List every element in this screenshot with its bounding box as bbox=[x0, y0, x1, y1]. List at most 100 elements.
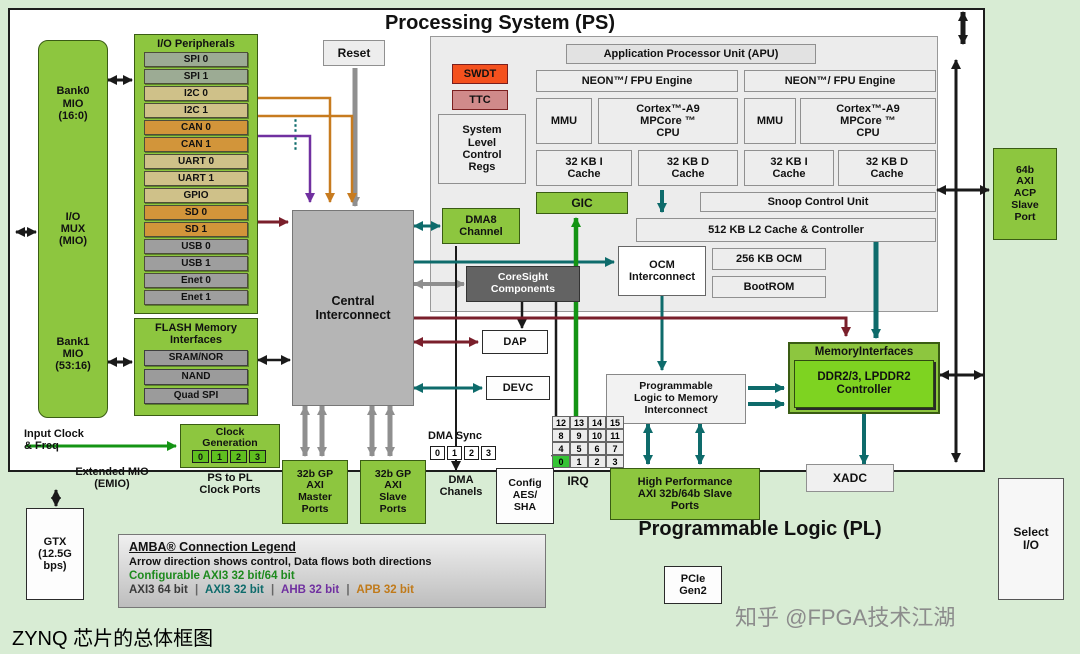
ttc-box: TTC bbox=[452, 90, 508, 110]
acp-port-box: 64b AXI ACP Slave Port bbox=[993, 148, 1057, 240]
ddr-controller-box: DDR2/3, LPDDR2 Controller bbox=[794, 360, 934, 408]
peripheral-i2c1: I2C 1 bbox=[144, 103, 248, 118]
watermark: 知乎 @FPGA技术江湖 bbox=[735, 605, 956, 630]
snoop-control-box: Snoop Control Unit bbox=[700, 192, 936, 212]
flash-memory-box: FLASH Memory Interfaces SRAM/NOR NAND Qu… bbox=[134, 318, 258, 416]
dap-box: DAP bbox=[482, 330, 548, 354]
ocm-box: 256 KB OCM bbox=[712, 248, 826, 270]
legend-apb-32: APB 32 bit bbox=[356, 584, 414, 596]
io-peripherals-title: I/O Peripherals bbox=[157, 38, 235, 50]
gp-slave-ports-box: 32b GP AXI Slave Ports bbox=[360, 460, 426, 524]
peripheral-sd1: SD 1 bbox=[144, 222, 248, 237]
ps-title: Processing System (PS) bbox=[384, 12, 616, 34]
cortex-cpu-0: Cortex™-A9 MPCore ™ CPU bbox=[598, 98, 738, 144]
pl-title: Programmable Logic (PL) bbox=[638, 518, 882, 540]
swdt-box: SWDT bbox=[452, 64, 508, 84]
legend-bus-types: AXI3 64 bit | AXI3 32 bit | AHB 32 bit |… bbox=[129, 584, 535, 596]
peripheral-spi0: SPI 0 bbox=[144, 52, 248, 67]
input-clock-label: Input Clock & Freq bbox=[24, 428, 84, 453]
bank0-mio-label: Bank0 MIO (16:0) bbox=[56, 85, 90, 122]
dma-sync-port-3: 3 bbox=[481, 446, 496, 460]
ps-to-pl-clock-label: PS to PL Clock Ports bbox=[199, 472, 261, 497]
peripheral-gpio: GPIO bbox=[144, 188, 248, 203]
config-aes-sha-box: Config AES/ SHA bbox=[496, 468, 554, 524]
dma-sync-ports: 0 1 2 3 bbox=[430, 446, 498, 460]
emio-label: Extended MIO (EMIO) bbox=[75, 466, 149, 491]
legend-ahb-32: AHB 32 bit bbox=[281, 584, 340, 596]
select-io-box: Select I/O bbox=[998, 478, 1064, 600]
amba-legend-box: AMBA® Connection Legend Arrow direction … bbox=[118, 534, 546, 608]
legend-axi3-32: AXI3 32 bit bbox=[205, 584, 264, 596]
flash-sram-nor: SRAM/NOR bbox=[144, 349, 248, 366]
legend-line2: Configurable AXI3 32 bit/64 bit bbox=[129, 570, 295, 582]
dma8-channel-box: DMA8 Channel bbox=[442, 208, 520, 244]
clock-generation-box: Clock Generation 0 1 2 3 bbox=[180, 424, 280, 468]
mmu-0: MMU bbox=[536, 98, 592, 144]
dma-sync-label: DMA Sync bbox=[428, 430, 482, 442]
legend-separator: | bbox=[346, 584, 350, 596]
legend-line1: Arrow direction shows control, Data flow… bbox=[129, 556, 432, 568]
legend-axi3-64: AXI3 64 bit bbox=[129, 584, 188, 596]
icache-1: 32 KB I Cache bbox=[744, 150, 834, 186]
xadc-box: XADC bbox=[806, 464, 894, 492]
ellipsis-dots-1: ⋮ bbox=[288, 117, 303, 134]
peripheral-i2c0: I2C 0 bbox=[144, 86, 248, 101]
peripheral-spi1: SPI 1 bbox=[144, 69, 248, 84]
dma-sync-port-2: 2 bbox=[464, 446, 479, 460]
irq-label: IRQ bbox=[567, 474, 589, 488]
bootrom-box: BootROM bbox=[712, 276, 826, 298]
bank1-mio-label: Bank1 MIO (53:16) bbox=[55, 335, 91, 373]
cortex-cpu-1: Cortex™-A9 MPCore ™ CPU bbox=[800, 98, 936, 144]
grid-cell: 15 bbox=[606, 416, 624, 429]
dma-sync-port-1: 1 bbox=[447, 446, 462, 460]
dcache-0: 32 KB D Cache bbox=[638, 150, 738, 186]
neon-engine-0: NEON™/ FPU Engine bbox=[536, 70, 738, 92]
gic-box: GIC bbox=[536, 192, 628, 214]
slcr-box: System Level Control Regs bbox=[438, 114, 526, 184]
ellipsis-dots-2: ⋮ bbox=[288, 135, 303, 152]
gp-master-ports-box: 32b GP AXI Master Ports bbox=[282, 460, 348, 524]
flash-quad-spi: Quad SPI bbox=[144, 387, 248, 404]
gray-axi-arrows bbox=[300, 68, 465, 457]
io-peripherals-box: I/O Peripherals SPI 0 SPI 1 I2C 0 I2C 1 … bbox=[134, 34, 258, 314]
grid-cell: 3 bbox=[606, 455, 624, 468]
flash-title: FLASH Memory Interfaces bbox=[155, 322, 237, 347]
pl2mem-interconnect-box: Programmable Logic to Memory Interconnec… bbox=[606, 374, 746, 424]
apu-title-box: Application Processor Unit (APU) bbox=[566, 44, 816, 64]
clock-port-2: 2 bbox=[230, 450, 247, 464]
grid-cell: 12 bbox=[552, 416, 570, 429]
dma-sync-port-0: 0 bbox=[430, 446, 445, 460]
teal-axi32-arrows bbox=[413, 190, 881, 465]
l2-cache-box: 512 KB L2 Cache & Controller bbox=[636, 218, 936, 242]
peripheral-sd0: SD 0 bbox=[144, 205, 248, 220]
dma-chanels-label: DMA Chanels bbox=[439, 474, 483, 499]
grid-cell: 10 bbox=[588, 429, 606, 442]
neon-engine-1: NEON™/ FPU Engine bbox=[744, 70, 936, 92]
grid-cell: 6 bbox=[588, 442, 606, 455]
peripheral-usb0: USB 0 bbox=[144, 239, 248, 254]
coresight-box: CoreSight Components bbox=[466, 266, 580, 302]
peripheral-can1: CAN 1 bbox=[144, 137, 248, 152]
grid-cell: 4 bbox=[552, 442, 570, 455]
peripheral-can0: CAN 0 bbox=[144, 120, 248, 135]
peripheral-uart0: UART 0 bbox=[144, 154, 248, 169]
mio-bank-box: Bank0 MIO (16:0) I/O MUX (MIO) Bank1 MIO… bbox=[38, 40, 108, 418]
grid-cell: 9 bbox=[570, 429, 588, 442]
clock-port-1: 1 bbox=[211, 450, 228, 464]
legend-separator: | bbox=[271, 584, 275, 596]
grid-cell: 11 bbox=[606, 429, 624, 442]
clock-generation-label: Clock Generation bbox=[202, 426, 258, 450]
orange-apb-arrows bbox=[258, 96, 357, 203]
grid-cell: 14 bbox=[588, 416, 606, 429]
clock-port-0: 0 bbox=[192, 450, 209, 464]
peripheral-enet1: Enet 1 bbox=[144, 290, 248, 305]
peripheral-usb1: USB 1 bbox=[144, 256, 248, 271]
pcie-gen2-box: PCIe Gen2 bbox=[664, 566, 722, 604]
black-axi64-arrows bbox=[15, 10, 990, 507]
reset-box: Reset bbox=[323, 40, 385, 66]
grid-cell-highlighted: 0 bbox=[552, 455, 570, 468]
central-interconnect-box: Central Interconnect bbox=[292, 210, 414, 406]
maroon-ahb-arrows bbox=[258, 217, 851, 347]
